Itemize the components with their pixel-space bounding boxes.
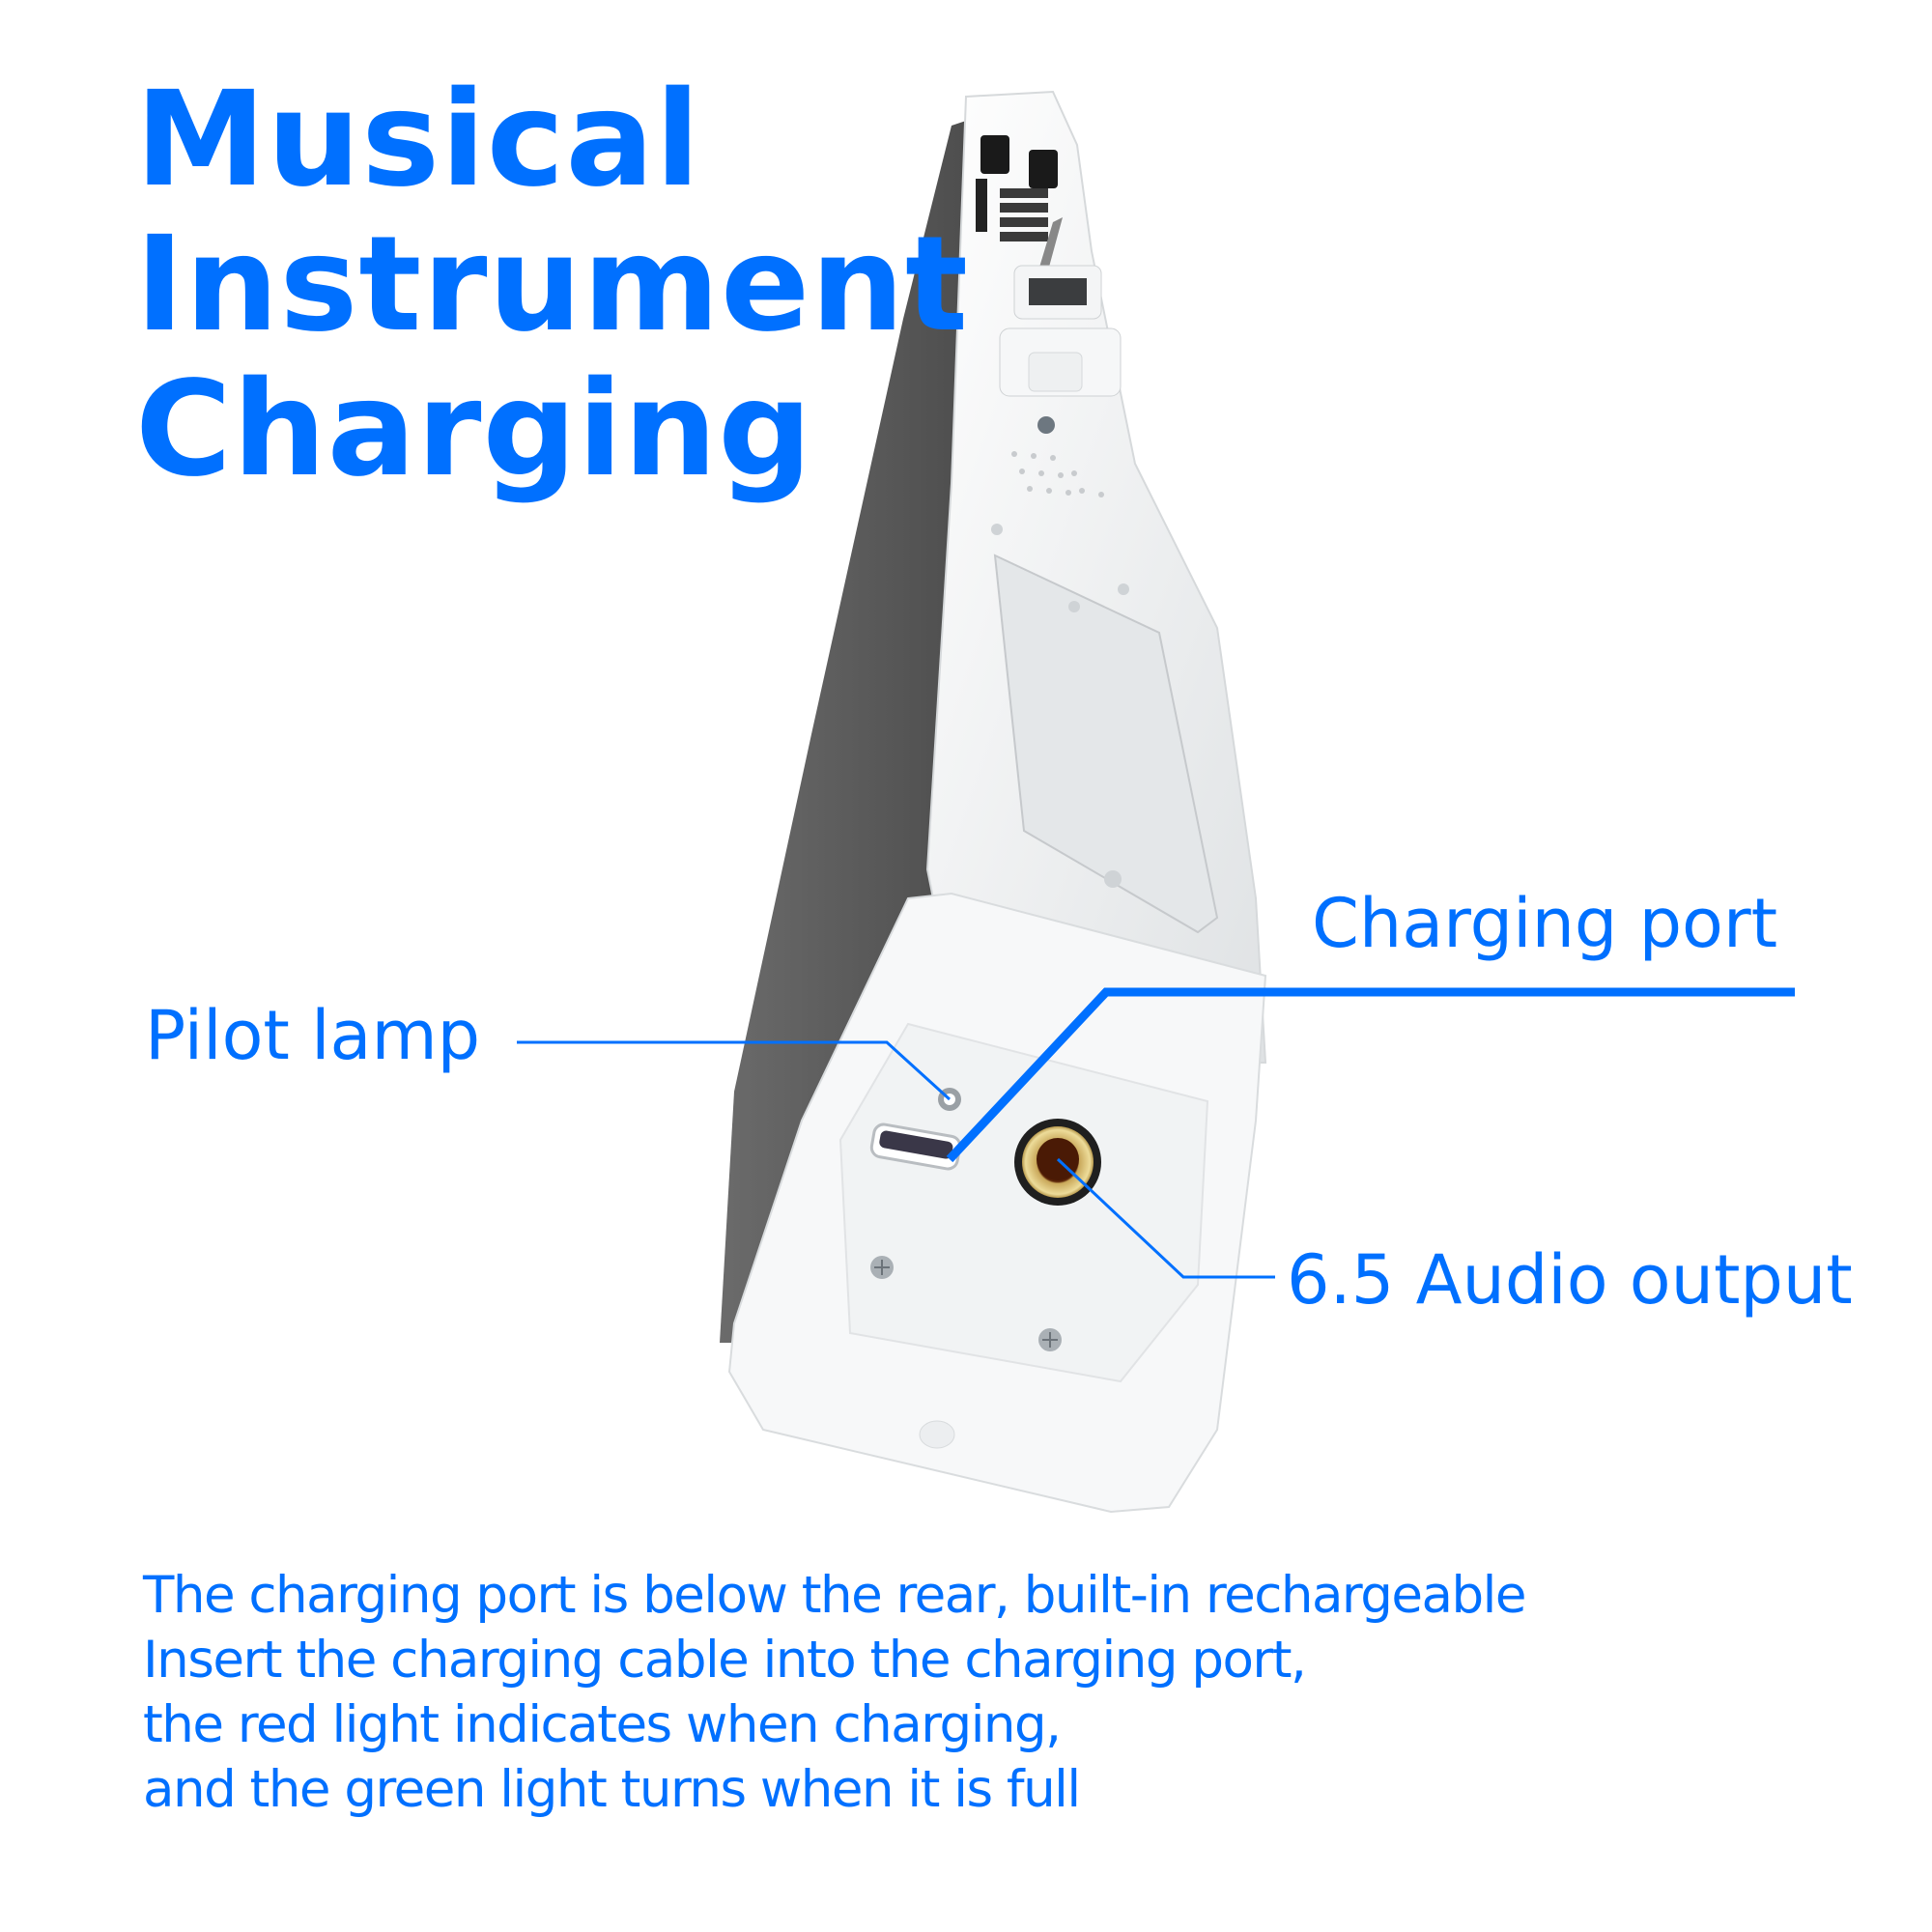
usb-c-port-icon	[869, 1122, 962, 1171]
screw-icon	[870, 1256, 1062, 1351]
instrument-body	[925, 90, 1267, 1064]
description-line: and the green light turns when it is ful…	[143, 1760, 1081, 1819]
callout-pilot-lamp: Pilot lamp	[145, 996, 481, 1075]
audio-jack-icon	[1014, 1119, 1101, 1206]
page-title: Musical Instrument Charging	[135, 68, 969, 502]
title-line: Musical	[135, 64, 701, 216]
rear-end-cap	[727, 892, 1267, 1514]
title-line: Instrument	[135, 209, 970, 361]
leader-line-audio-output	[1056, 1157, 1275, 1279]
title-line: Charging	[135, 354, 813, 506]
callout-charging-port: Charging port	[1312, 884, 1778, 963]
speaker-grille	[720, 121, 966, 1343]
leader-lines	[517, 987, 1795, 1279]
leader-line-pilot-lamp	[517, 1040, 952, 1101]
description-text: The charging port is below the rear, bui…	[143, 1563, 1526, 1822]
description-line: the red light indicates when charging,	[143, 1695, 1062, 1754]
description-line: Insert the charging cable into the charg…	[143, 1631, 1307, 1690]
leader-line-charging-port	[946, 987, 1795, 1163]
description-line: The charging port is below the rear, bui…	[143, 1566, 1526, 1625]
callout-audio-output: 6.5 Audio output	[1287, 1240, 1853, 1320]
